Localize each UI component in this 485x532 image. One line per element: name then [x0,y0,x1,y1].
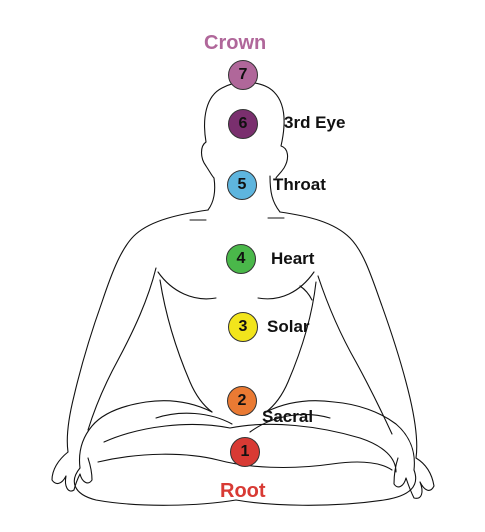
left-inner-arm [87,267,157,431]
chakra-4-circle: 4 [226,244,256,274]
chakra-4-number: 4 [236,250,246,267]
chakra-5-label: Throat [273,175,326,194]
chakra-3-label: Solar [267,317,310,336]
chakra-7-label: Crown [204,32,267,54]
legs-outer-bottom [73,467,417,506]
left-thigh-top [78,401,147,469]
right-inner-arm [317,275,393,435]
neck-right [269,175,281,213]
front-shin [103,423,397,473]
right-foot [249,413,331,433]
chakra-6-label: 3rd Eye [284,113,346,132]
chakra-1-number: 1 [240,443,250,460]
torso-right [265,281,317,413]
right-hand [393,457,435,499]
chakra-3-number: 3 [238,318,248,335]
left-pec [157,271,217,300]
chakra-5-number: 5 [237,176,247,193]
chakra-1-label: Root [220,480,266,502]
chakra-1-circle: 1 [230,437,260,467]
right-thigh-top [333,401,415,471]
right-shoulder-arm [279,211,418,459]
chakra-2-circle: 2 [227,386,257,416]
chakra-6-circle: 6 [228,109,258,139]
chakra-2-label: Sacral [262,407,314,426]
waist-right [265,400,335,413]
face-left [200,141,215,179]
left-shoulder-arm [66,209,209,453]
chakra-2-number: 2 [237,392,247,409]
chakra-5-circle: 5 [227,170,257,200]
neck-left [207,177,216,211]
chakra-7-circle: 7 [228,60,258,90]
head-outline [204,81,289,179]
chakra-3-circle: 3 [228,312,258,342]
right-pec [257,271,315,300]
left-foot [155,412,233,425]
chakra-4-label: Heart [271,249,315,268]
waist-left [145,400,213,413]
chakra-6-number: 6 [238,115,248,132]
left-hand [51,451,93,492]
chest-line [299,285,313,301]
chakra-7-number: 7 [238,66,248,83]
torso-left [159,279,213,413]
